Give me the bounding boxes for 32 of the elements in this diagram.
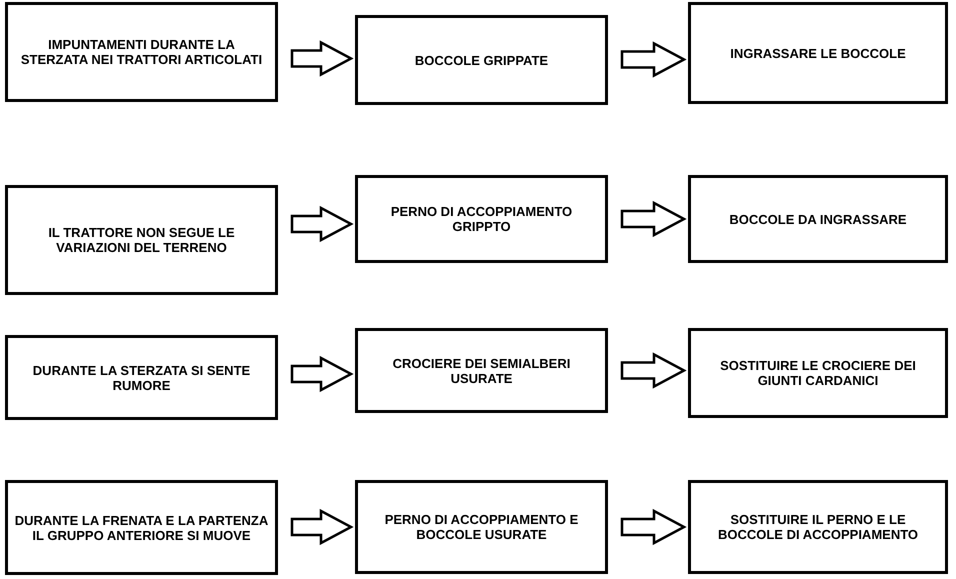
box-label: CROCIERE DEI SEMIALBERI USURATE — [392, 356, 572, 386]
text-box — [355, 480, 608, 574]
box-label: IL TRATTORE NON SEGUE LE VARIAZIONI DEL TERRENO — [47, 225, 236, 255]
box-label: PERNO DI ACCOPPIAMENTO GRIPPTO — [390, 204, 574, 234]
text-box — [355, 175, 608, 263]
text-box — [5, 480, 278, 575]
box-label: SOSTITUIRE IL PERNO E LE BOCCOLE DI ACCOPPIAMENTO — [716, 512, 920, 542]
text-box — [688, 480, 948, 574]
box-label: DURANTE LA STERZATA SI SENTE RUMORE — [32, 362, 252, 392]
text-box — [5, 185, 278, 295]
box-label: PERNO DI ACCOPPIAMENTO E BOCCOLE USURATE — [384, 512, 580, 542]
block-arrow — [290, 206, 354, 242]
text-box — [355, 328, 608, 413]
block-arrow — [620, 352, 687, 389]
text-box — [355, 15, 608, 105]
box-label: BOCCOLE GRIPPATE — [414, 52, 550, 68]
block-arrow — [620, 200, 687, 238]
text-box — [688, 175, 948, 263]
box-label: SOSTITUIRE LE CROCIERE DEI GIUNTI CARDANICI — [719, 358, 917, 388]
box-label: INGRASSARE LE BOCCOLE — [729, 46, 907, 60]
text-box — [688, 2, 948, 104]
block-arrow — [620, 41, 687, 78]
block-arrow — [290, 508, 354, 546]
block-arrow — [620, 508, 687, 546]
block-arrow — [290, 40, 354, 77]
text-box — [5, 2, 278, 102]
block-arrow — [290, 356, 354, 392]
box-label: BOCCOLE DA INGRASSARE — [728, 212, 908, 226]
box-label: DURANTE LA FRENATA E LA PARTENZA IL GRUPPO ANTERIORE SI MUOVE — [14, 512, 270, 542]
text-box — [5, 335, 278, 420]
box-label: IMPUNTAMENTI DURANTE LA STERZATA NEI TRATTORI ARTICOLATI — [20, 37, 264, 67]
text-box — [688, 328, 948, 418]
